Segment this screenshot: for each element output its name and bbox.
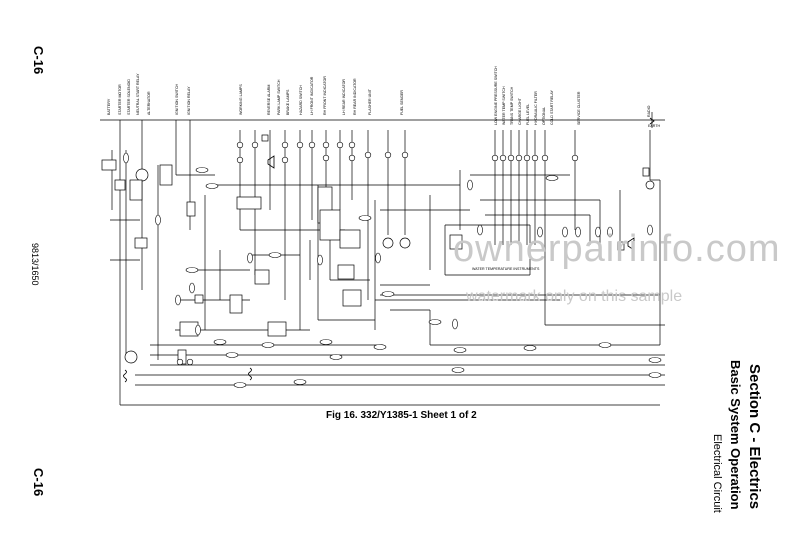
label-fuel-sender: FUEL SENDER: [400, 90, 404, 115]
label-service-cluster: SERVICE CLUSTER: [577, 91, 581, 125]
label-park-lamp-switch: PARK LAMP SWITCH: [277, 79, 281, 115]
label-neutral-start-relay: NEUTRAL START RELAY: [136, 73, 140, 115]
label-rh-front-indicator: RH FRONT INDICATOR: [323, 76, 327, 115]
watermark-site: ownerpairinfo.com: [453, 228, 781, 270]
label-rh-rear-indicator: RH REAR INDICATOR: [353, 78, 357, 115]
label-working-lamps: WORKING LAMPS: [239, 84, 243, 115]
label-water-temperature-instruments: WATER TEMPERATURE INSTRUMENTS: [472, 267, 540, 271]
label-radio: RADIO: [647, 105, 651, 117]
label-ignition-switch: IGNITION SWITCH: [175, 83, 179, 115]
label-alternator: ALTERNATOR: [147, 91, 151, 115]
label-trans-temp-switch: TRANS TEMP SWITCH: [510, 86, 514, 125]
figure-caption: Fig 16. 332/Y1385-1 Sheet 1 of 2: [326, 410, 477, 421]
label-starter-solenoid: STARTER SOLENOID: [127, 79, 131, 115]
label-ignition-relay: IGNITION RELAY: [187, 86, 191, 115]
label-optional: OPTIONAL: [542, 107, 546, 125]
label-battery: BATTERY: [107, 98, 111, 115]
label-fuel-level: FUEL LEVEL: [526, 104, 530, 125]
label-reverse-alarm: REVERSE ALARM: [267, 85, 271, 115]
label-lh-rear-indicator: LH REAR INDICATOR: [342, 79, 346, 115]
label-water-temp-switch: WATER TEMP SWITCH: [502, 86, 506, 125]
watermark-note: watermark only on this sample: [466, 288, 683, 305]
label-hazard-switch: HAZARD SWITCH: [299, 85, 303, 115]
label-flasher-unit: FLASHER UNIT: [368, 88, 372, 115]
label-starter-motor: STARTER MOTOR: [118, 84, 122, 115]
label-hydraulic-filter: HYDRAULIC FILTER: [534, 91, 538, 125]
label-brake-lamps: BRAKE LAMPS: [286, 89, 290, 115]
label-low-engine-pressure-switch: LOW ENGINE PRESSURE SWITCH: [494, 66, 498, 125]
label-earth: EARTH: [648, 124, 661, 128]
label-charge-light: CHARGE LIGHT: [518, 97, 522, 125]
label-lh-front-indicator: LH FRONT INDICATOR: [310, 76, 314, 115]
label-cold-start-relay: COLD START RELAY: [550, 90, 554, 125]
diagram-component-labels: BATTERY STARTER MOTOR STARTER SOLENOID N…: [107, 66, 661, 271]
